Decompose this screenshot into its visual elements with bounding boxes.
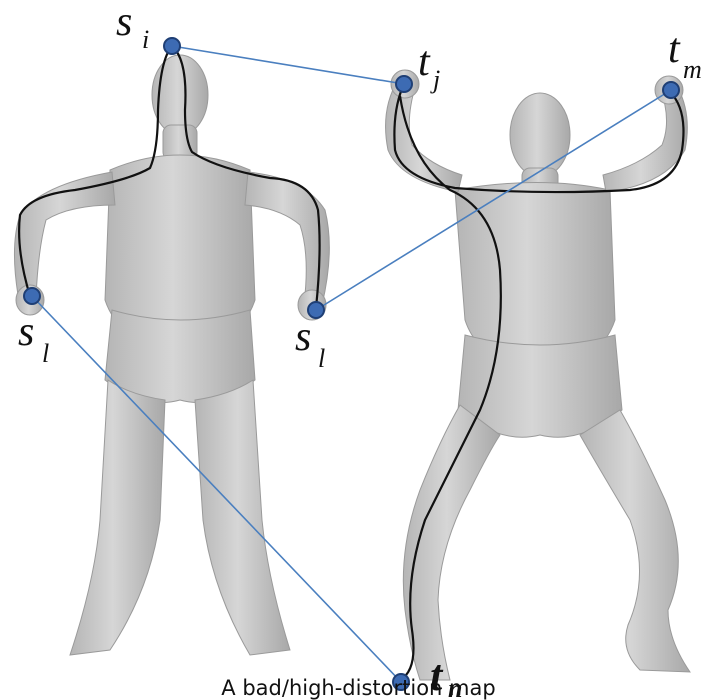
label-t-j: t j [418, 39, 440, 94]
svg-text:s: s [18, 309, 34, 355]
source-body-mesh [14, 55, 329, 655]
label-t-m: t m [668, 26, 702, 84]
label-s-l-left: s l [18, 309, 49, 368]
svg-text:i: i [142, 25, 149, 54]
svg-text:j: j [430, 65, 440, 94]
point-s-l-left [24, 288, 40, 304]
label-s-i: s i [116, 0, 149, 54]
point-t-m [663, 82, 679, 98]
label-s-l-right: s l [295, 314, 325, 373]
figure-caption: A bad/high-distortion map [0, 676, 717, 700]
svg-text:l: l [42, 339, 49, 368]
svg-text:s: s [295, 314, 311, 360]
point-t-j [396, 76, 412, 92]
point-s-i [164, 38, 180, 54]
svg-text:s: s [116, 0, 132, 45]
svg-text:t: t [418, 39, 431, 85]
line-si-tj [172, 46, 404, 84]
svg-text:t: t [668, 26, 681, 72]
svg-text:m: m [683, 55, 702, 84]
target-body-mesh [386, 70, 690, 680]
svg-text:l: l [318, 344, 325, 373]
